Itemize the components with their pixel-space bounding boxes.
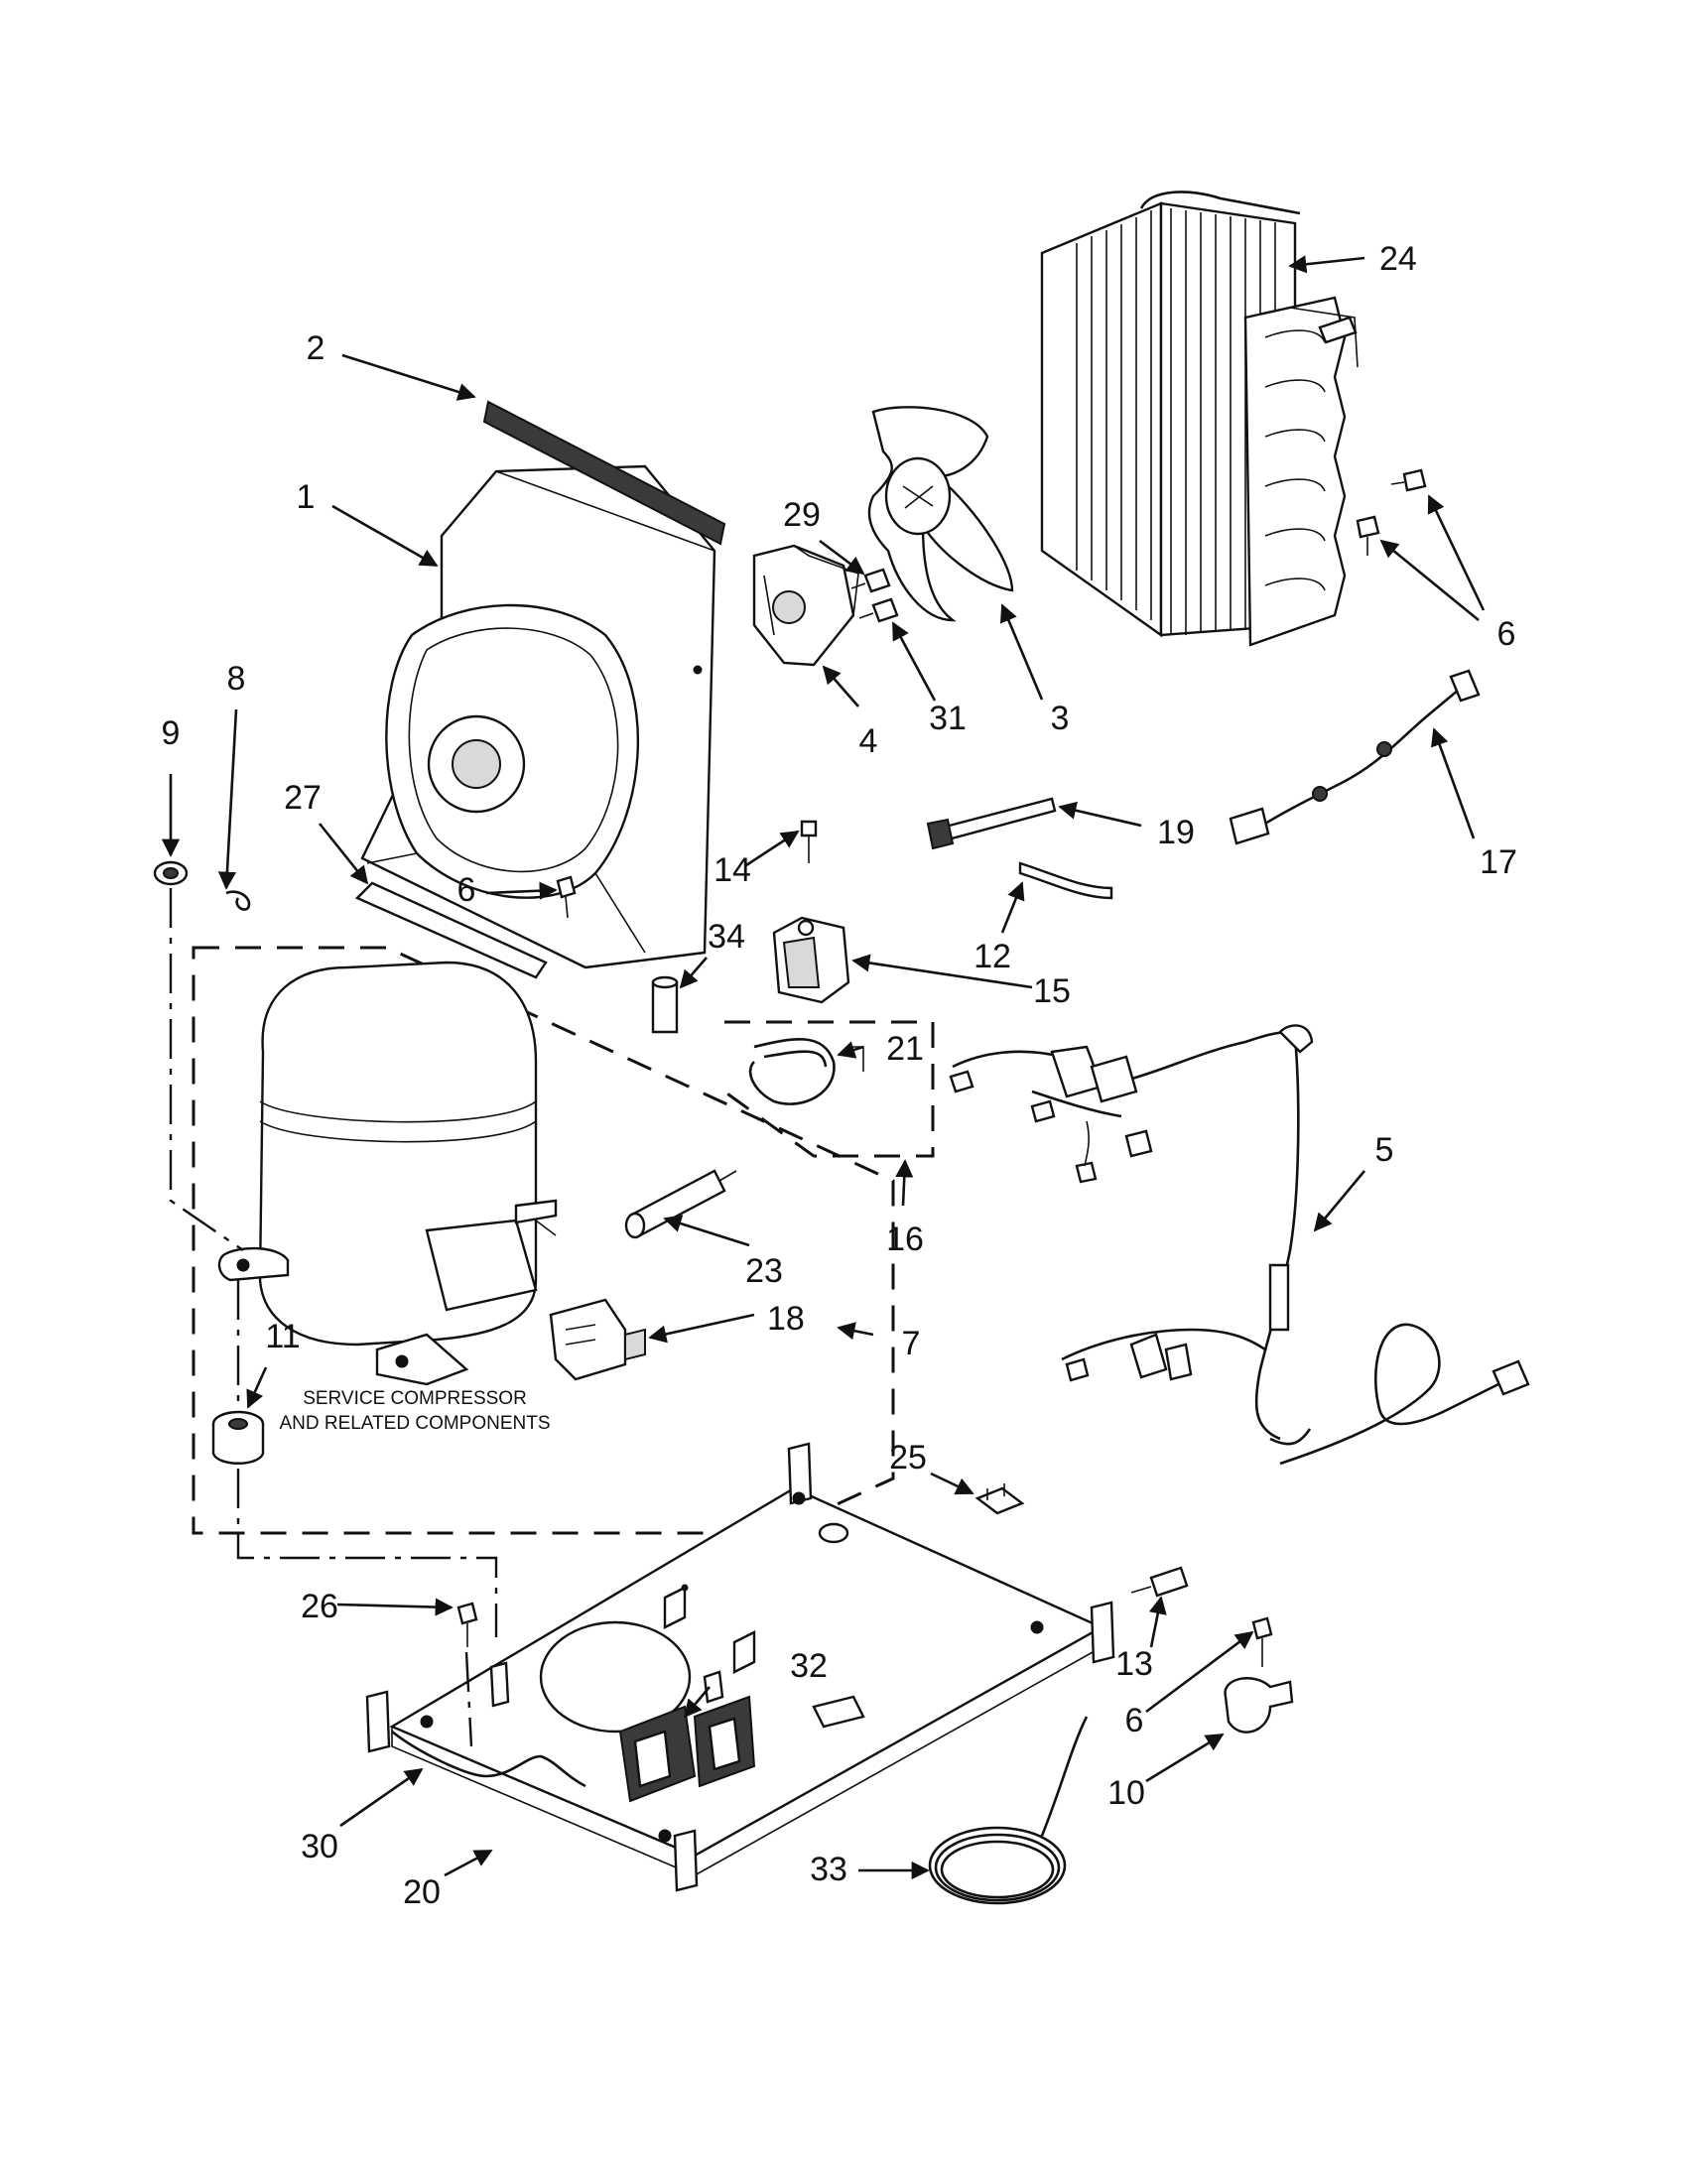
callout-24: 24 [1379,240,1417,278]
washer-9 [153,860,189,886]
clip-8 [225,890,251,911]
wiring-harness-5 [949,1024,1530,1466]
service-note-line-1: SERVICE COMPRESSOR [303,1388,527,1409]
cable-tie [926,797,1057,850]
callout-labels: 1 2 3 4 5 6 6 6 6 7 8 9 10 11 12 13 14 1… [162,240,1517,1911]
callout-17: 17 [1480,843,1517,881]
water-valve-32 [618,1670,756,1803]
callout-4: 4 [859,722,878,760]
callout-33: 33 [810,1851,847,1888]
callout-10: 10 [1107,1774,1145,1812]
screw-6-clamp [1251,1616,1273,1667]
callout-5: 5 [1375,1131,1394,1169]
callout-16: 16 [886,1220,924,1258]
callout-6-clamp: 6 [1125,1702,1144,1739]
callout-25: 25 [889,1439,927,1477]
callout-27: 27 [284,779,322,817]
callout-32: 32 [790,1647,828,1685]
callout-9: 9 [162,714,181,752]
power-harness-17 [1229,669,1481,845]
filter-drier [624,1169,737,1239]
shroud-gasket-strip [482,400,726,546]
tubing-21 [748,1037,864,1105]
bracket-27 [354,881,548,979]
screw-6-condenser-lower [1356,515,1380,556]
callout-13: 13 [1115,1645,1153,1683]
screw-29 [850,568,891,593]
callout-34: 34 [708,918,745,956]
condenser-fan-motor [752,544,859,667]
screw-14 [800,820,818,863]
tubing-coil-33 [928,1716,1089,1905]
callout-19: 19 [1157,814,1195,851]
grommet-11 [211,1410,265,1465]
compressor [217,961,558,1386]
condenser-coil [1040,191,1359,647]
sleeve-34 [651,975,679,1034]
tubing-12 [1018,861,1113,900]
callout-6-condenser: 6 [1497,615,1516,653]
callout-14: 14 [714,851,751,889]
clip-25 [974,1483,1025,1515]
leader-arrows [161,255,1486,1880]
callout-20: 20 [403,1873,441,1911]
callout-18: 18 [767,1300,805,1338]
callout-30: 30 [301,1828,338,1865]
solenoid-coil [772,916,850,1004]
callout-7: 7 [902,1325,921,1362]
condenser-fan-shroud [360,464,716,969]
screw-26 [456,1602,478,1647]
callout-29: 29 [783,496,821,534]
base-pan [365,1442,1115,1892]
service-note: SERVICE COMPRESSOR AND RELATED COMPONENT… [279,1388,550,1434]
callout-6-shroud: 6 [457,871,476,909]
service-note-line-2: AND RELATED COMPONENTS [279,1413,550,1434]
callout-12: 12 [973,938,1011,975]
start-relay [549,1298,646,1381]
screw-6-shroud [556,875,577,919]
callout-8: 8 [227,660,246,698]
screw-6-condenser-upper [1390,468,1427,492]
screw-31 [858,597,899,623]
callout-26: 26 [301,1588,338,1625]
connector-lines [169,888,498,1747]
callout-1: 1 [297,478,316,516]
screw-13 [1130,1566,1189,1598]
callout-11: 11 [265,1318,300,1355]
callout-2: 2 [307,329,325,367]
service-compressor-group-outline [192,946,895,1535]
callout-3: 3 [1051,700,1070,737]
callout-15: 15 [1033,972,1071,1010]
valve-kit-outline [723,1020,935,1158]
clamp-10 [1224,1677,1294,1734]
callout-31: 31 [929,700,967,737]
callout-21: 21 [886,1030,924,1068]
condenser-fan-blade [867,406,1014,622]
tube-30 [391,1730,586,1788]
callout-23: 23 [745,1252,783,1290]
